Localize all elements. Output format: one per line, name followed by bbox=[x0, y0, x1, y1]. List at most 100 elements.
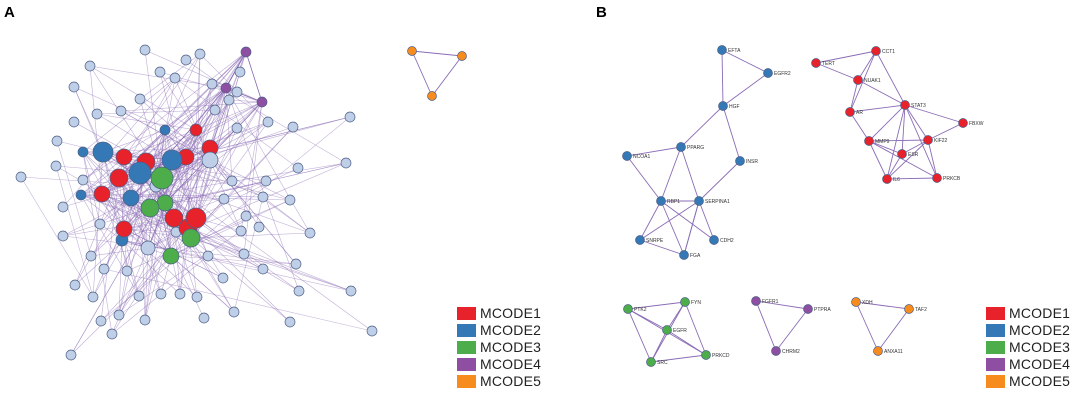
network-edge bbox=[100, 227, 189, 322]
network-node bbox=[98, 263, 110, 275]
network-edge bbox=[815, 50, 877, 64]
network-node bbox=[284, 316, 296, 328]
network-node bbox=[75, 189, 87, 201]
network-node bbox=[164, 208, 184, 228]
network-node bbox=[904, 304, 914, 314]
network-edge bbox=[875, 50, 906, 106]
node-label: KIF22 bbox=[934, 138, 948, 144]
network-node bbox=[109, 168, 129, 188]
network-node bbox=[77, 146, 89, 158]
network-edge bbox=[639, 239, 685, 256]
legend-b: MCODE1 MCODE2 MCODE3 MCODE4 MCODE5 bbox=[986, 305, 1070, 390]
legend-swatch-mcode5 bbox=[986, 374, 1005, 388]
network-edge bbox=[849, 111, 870, 142]
node-label: SRC bbox=[657, 360, 668, 366]
network-node bbox=[133, 290, 145, 302]
network-edge bbox=[123, 156, 162, 295]
legend-swatch-mcode2 bbox=[457, 323, 476, 337]
legend-item-mcode1: MCODE1 bbox=[457, 305, 541, 321]
node-label: MMP9 bbox=[875, 139, 890, 145]
legend-label-mcode3: MCODE3 bbox=[1009, 339, 1071, 355]
node-label: PRKCB bbox=[943, 176, 961, 182]
network-node bbox=[290, 258, 302, 270]
node-label: TERT bbox=[822, 61, 835, 67]
network-edge bbox=[650, 354, 707, 363]
node-label: CDH2 bbox=[720, 238, 734, 244]
panel-label-a: A bbox=[4, 4, 15, 21]
network-edge bbox=[904, 104, 938, 179]
network-edge bbox=[431, 55, 463, 97]
network-node bbox=[201, 151, 219, 169]
network-edge bbox=[857, 79, 906, 106]
network-edge bbox=[82, 151, 113, 335]
network-node bbox=[162, 247, 180, 265]
network-node bbox=[900, 100, 910, 110]
network-node bbox=[139, 314, 151, 326]
legend-swatch-mcode1 bbox=[986, 306, 1005, 320]
node-label: INSR bbox=[746, 159, 758, 165]
network-edge bbox=[89, 65, 227, 89]
network-node bbox=[202, 250, 214, 262]
network-node bbox=[113, 309, 125, 321]
network-node bbox=[238, 248, 250, 260]
network-node bbox=[181, 228, 201, 248]
network-node bbox=[771, 346, 781, 356]
network-edge bbox=[901, 139, 929, 155]
network-edge bbox=[149, 162, 347, 209]
network-node bbox=[662, 325, 672, 335]
legend-item-mcode3: MCODE3 bbox=[457, 339, 541, 355]
node-label: ANXA11 bbox=[884, 349, 903, 355]
network-edge bbox=[73, 121, 147, 163]
network-edge bbox=[144, 49, 263, 103]
network-node bbox=[932, 173, 942, 183]
network-edge bbox=[868, 104, 906, 142]
network-node bbox=[293, 285, 305, 297]
network-edge bbox=[209, 159, 297, 265]
network-edge bbox=[721, 49, 724, 107]
node-label: SNRPE bbox=[646, 238, 664, 244]
network-node bbox=[169, 72, 181, 84]
network-edge bbox=[245, 51, 263, 103]
network-edge bbox=[62, 185, 157, 237]
network-node bbox=[68, 81, 80, 93]
network-node bbox=[853, 75, 863, 85]
network-node bbox=[256, 96, 268, 108]
node-label: EGFR bbox=[673, 328, 687, 334]
network-node bbox=[189, 123, 203, 137]
network-edge bbox=[722, 105, 741, 162]
network-edge bbox=[660, 200, 715, 241]
legend-swatch-mcode3 bbox=[986, 340, 1005, 354]
network-node bbox=[65, 349, 77, 361]
node-label: TAF2 bbox=[915, 307, 927, 313]
network-node bbox=[231, 86, 243, 98]
network-node bbox=[85, 250, 97, 262]
network-node bbox=[217, 272, 229, 284]
network-node bbox=[763, 68, 773, 78]
network-node bbox=[198, 312, 210, 324]
network-node bbox=[623, 304, 633, 314]
network-node bbox=[106, 328, 118, 340]
network-node bbox=[257, 263, 269, 275]
network-node bbox=[262, 116, 274, 128]
network-node bbox=[93, 185, 111, 203]
network-node bbox=[92, 141, 114, 163]
node-label: FGFR1 bbox=[762, 299, 779, 305]
network-node bbox=[287, 121, 299, 133]
network-a-nodes bbox=[15, 44, 467, 361]
network-node bbox=[345, 285, 357, 297]
legend-item-mcode5: MCODE5 bbox=[986, 373, 1070, 389]
network-node bbox=[622, 151, 632, 161]
network-node bbox=[209, 104, 221, 116]
network-edge bbox=[877, 308, 910, 352]
node-label: CHRM2 bbox=[782, 349, 800, 355]
network-edge bbox=[101, 101, 263, 195]
network-node bbox=[873, 346, 883, 356]
network-edge bbox=[626, 155, 662, 202]
network-node bbox=[680, 297, 690, 307]
network-edge bbox=[660, 200, 685, 256]
network-node bbox=[95, 315, 107, 327]
network-node bbox=[185, 207, 207, 229]
network-node bbox=[154, 66, 166, 78]
network-edge bbox=[849, 104, 906, 113]
network-edge bbox=[190, 126, 294, 239]
